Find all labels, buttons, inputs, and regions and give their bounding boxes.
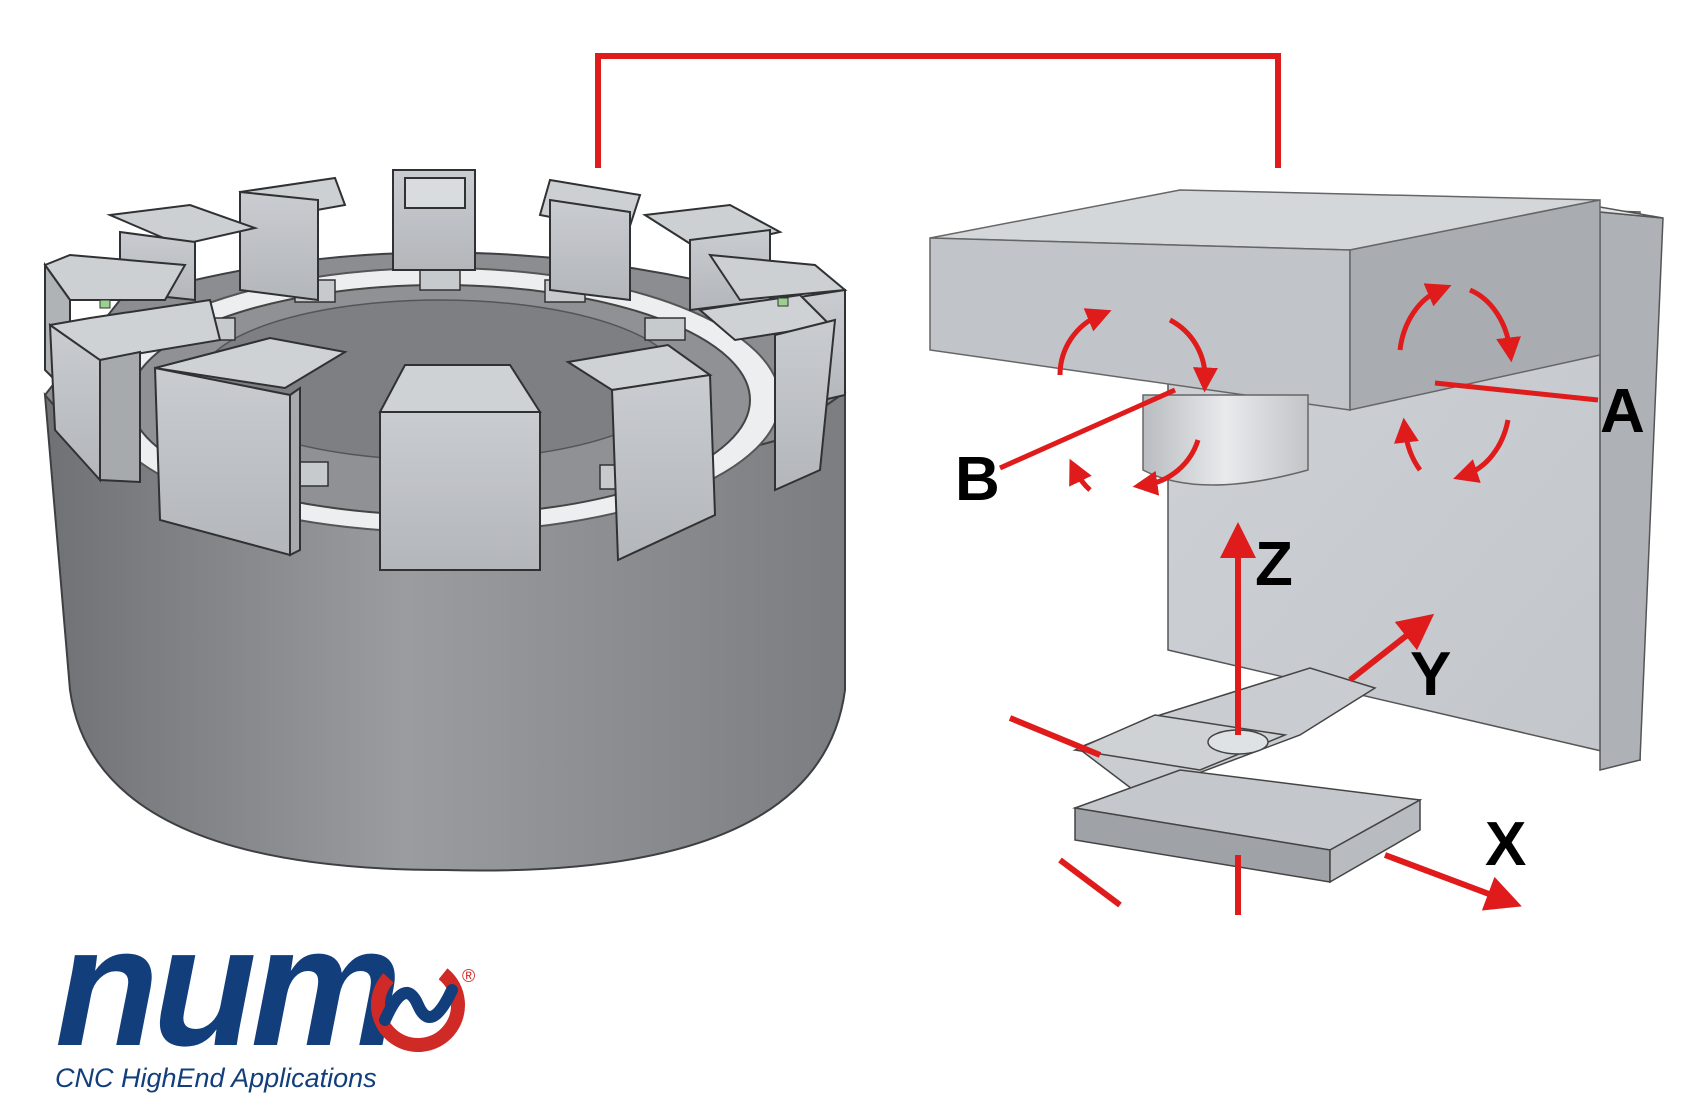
logo-tagline: CNC HighEnd Applications: [55, 1063, 377, 1093]
logo-wave-icon: [371, 958, 465, 1052]
back-wall-side: [1599, 211, 1664, 771]
status-leds: [99, 297, 789, 309]
clamp-detail: A B Z Y X: [929, 189, 1664, 915]
axis-label-y: Y: [1410, 640, 1451, 709]
top-slab-side: [1349, 199, 1601, 411]
logo-wordmark: num: [55, 892, 396, 1082]
top-slab-front: [929, 237, 1351, 411]
circular-fixture: [43, 169, 848, 872]
rotation-arrows-a: [1393, 283, 1521, 483]
connector-bracket: [595, 53, 1281, 168]
logo-registered-mark: ®: [462, 966, 475, 986]
x-axis-arrow: [1383, 852, 1522, 911]
axis-label-a: A: [1600, 377, 1645, 446]
rotation-arrows-b: [1057, 308, 1218, 496]
axis-label-x: X: [1485, 810, 1526, 879]
axis-label-b: B: [955, 445, 1000, 514]
clamp-blocks-front: [48, 293, 837, 571]
plate-right-front: [1329, 798, 1421, 884]
axis-label-z: Z: [1255, 530, 1293, 599]
plate-left-top: [1072, 714, 1288, 771]
axis-tick-left-upper: [1008, 715, 1102, 758]
leader-b: [998, 387, 1177, 471]
y-axis-arrow: [1348, 613, 1435, 683]
num-logo: num ® CNC HighEnd Applications: [55, 892, 475, 1093]
leader-a: [1434, 380, 1599, 403]
axis-tick-left-lower: [1058, 857, 1122, 908]
post: [1142, 394, 1309, 486]
